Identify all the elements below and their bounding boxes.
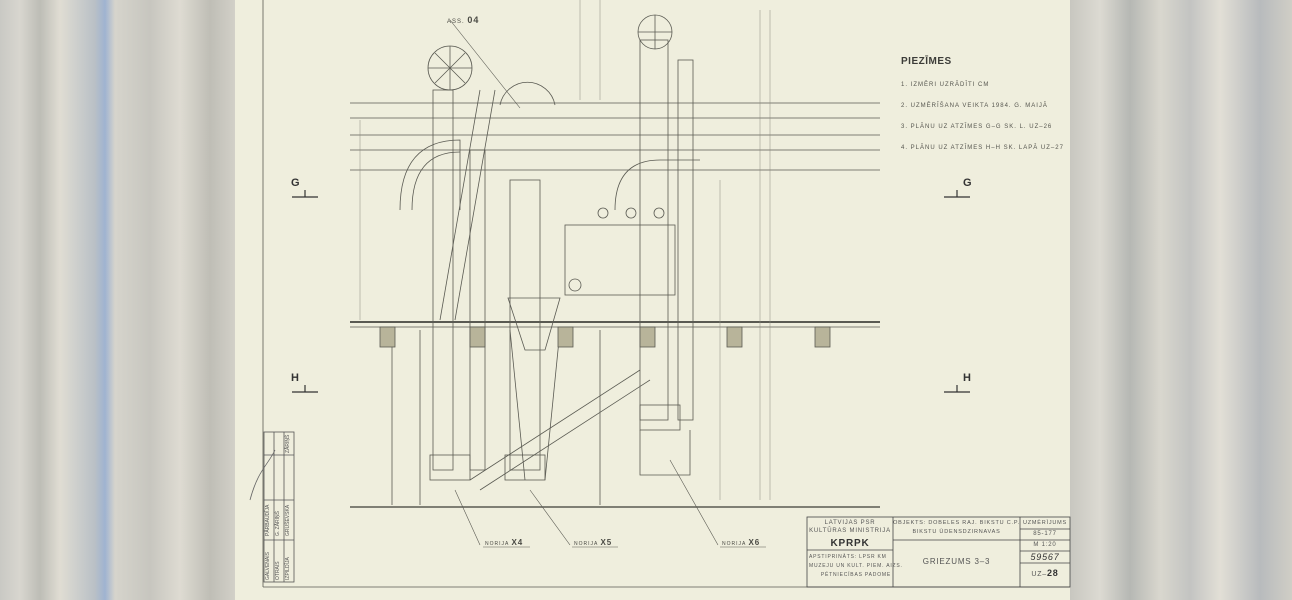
title-block [806, 516, 1071, 588]
dimension-lines [359, 0, 771, 500]
section-mark-g-right: G [963, 177, 972, 189]
section-mark-h-left: H [291, 372, 299, 384]
assembly-label: ASS. 04 [447, 15, 480, 25]
doc-code: 85-177 [1033, 531, 1057, 537]
doc-type: UZMĒRĪJUMS [1022, 520, 1068, 526]
sheet-title: GRIEZUMS 3–3 [922, 557, 991, 566]
stamp-row: OTRAIS [275, 561, 281, 580]
approved-line1: APSTIPRINĀTS: LPSR KM [809, 554, 887, 560]
note-item: 1. IZMĒRI UZRĀDĪTI CM [901, 82, 990, 88]
signature [249, 449, 276, 501]
sheet-number: UZ–28 [1031, 568, 1059, 578]
archive-number: 59567 [1030, 552, 1060, 562]
elevator-label-x6: NORIJA X6 [722, 538, 761, 547]
section-markers [292, 190, 970, 393]
object-line1: OBJEKTS: DOBELES RAJ. BIKSTU C.P. [893, 520, 1020, 526]
elevator-boots [429, 404, 691, 481]
note-item: 4. PLĀNU UZ ATZĪMES H–H SK. LAPĀ UZ–27 [901, 145, 1064, 151]
stamp-row: IZPILDĪJA [285, 557, 291, 580]
stamp-name: G. ZĀRIŅŠ [275, 510, 281, 536]
stamp-row: PĀRBAUDĪJA [265, 504, 271, 536]
elevator-shafts [391, 39, 700, 505]
joist-sections [379, 326, 831, 348]
object-line2: BIKSTU ŪDENSDZIRNAVAS [912, 529, 1001, 535]
org-line2: KULTŪRAS MINISTRIJA [809, 528, 891, 534]
approved-line3: PĒTNIECĪBAS PADOME [820, 572, 891, 578]
scale: M 1:20 [1033, 542, 1057, 548]
approved-line2: MUZEJU UN KULT. PIEM. AIZS. [809, 563, 903, 569]
scan-background-right [1070, 0, 1292, 600]
stamp-name: ZĀRIŅŠ [285, 434, 291, 453]
note-item: 2. UZMĒRĪŠANA VEIKTA 1984. G. MAIJĀ [901, 103, 1048, 109]
section-mark-g-left: G [291, 177, 300, 189]
label-leaders [449, 19, 766, 548]
drawing-sheet [235, 0, 1070, 600]
hoppers [439, 89, 676, 491]
elevator-label-x5: NORIJA X5 [574, 538, 613, 547]
stamp-row: GALVENAIS [265, 552, 271, 580]
stamp-name: GRUŠEVSKA [285, 504, 291, 536]
side-stamp [249, 431, 295, 583]
note-item: 3. PLĀNU UZ ATZĪMES G–G SK. L. UZ–26 [901, 124, 1053, 130]
wheels [427, 14, 673, 106]
beams [350, 102, 880, 508]
org-abbr: KPRPK [830, 538, 870, 549]
org-line1: LATVIJAS PSR [824, 520, 876, 526]
notes-title: PIEZĪMES [901, 56, 952, 67]
elevator-label-x4: NORIJA X4 [485, 538, 524, 547]
section-mark-h-right: H [963, 372, 971, 384]
